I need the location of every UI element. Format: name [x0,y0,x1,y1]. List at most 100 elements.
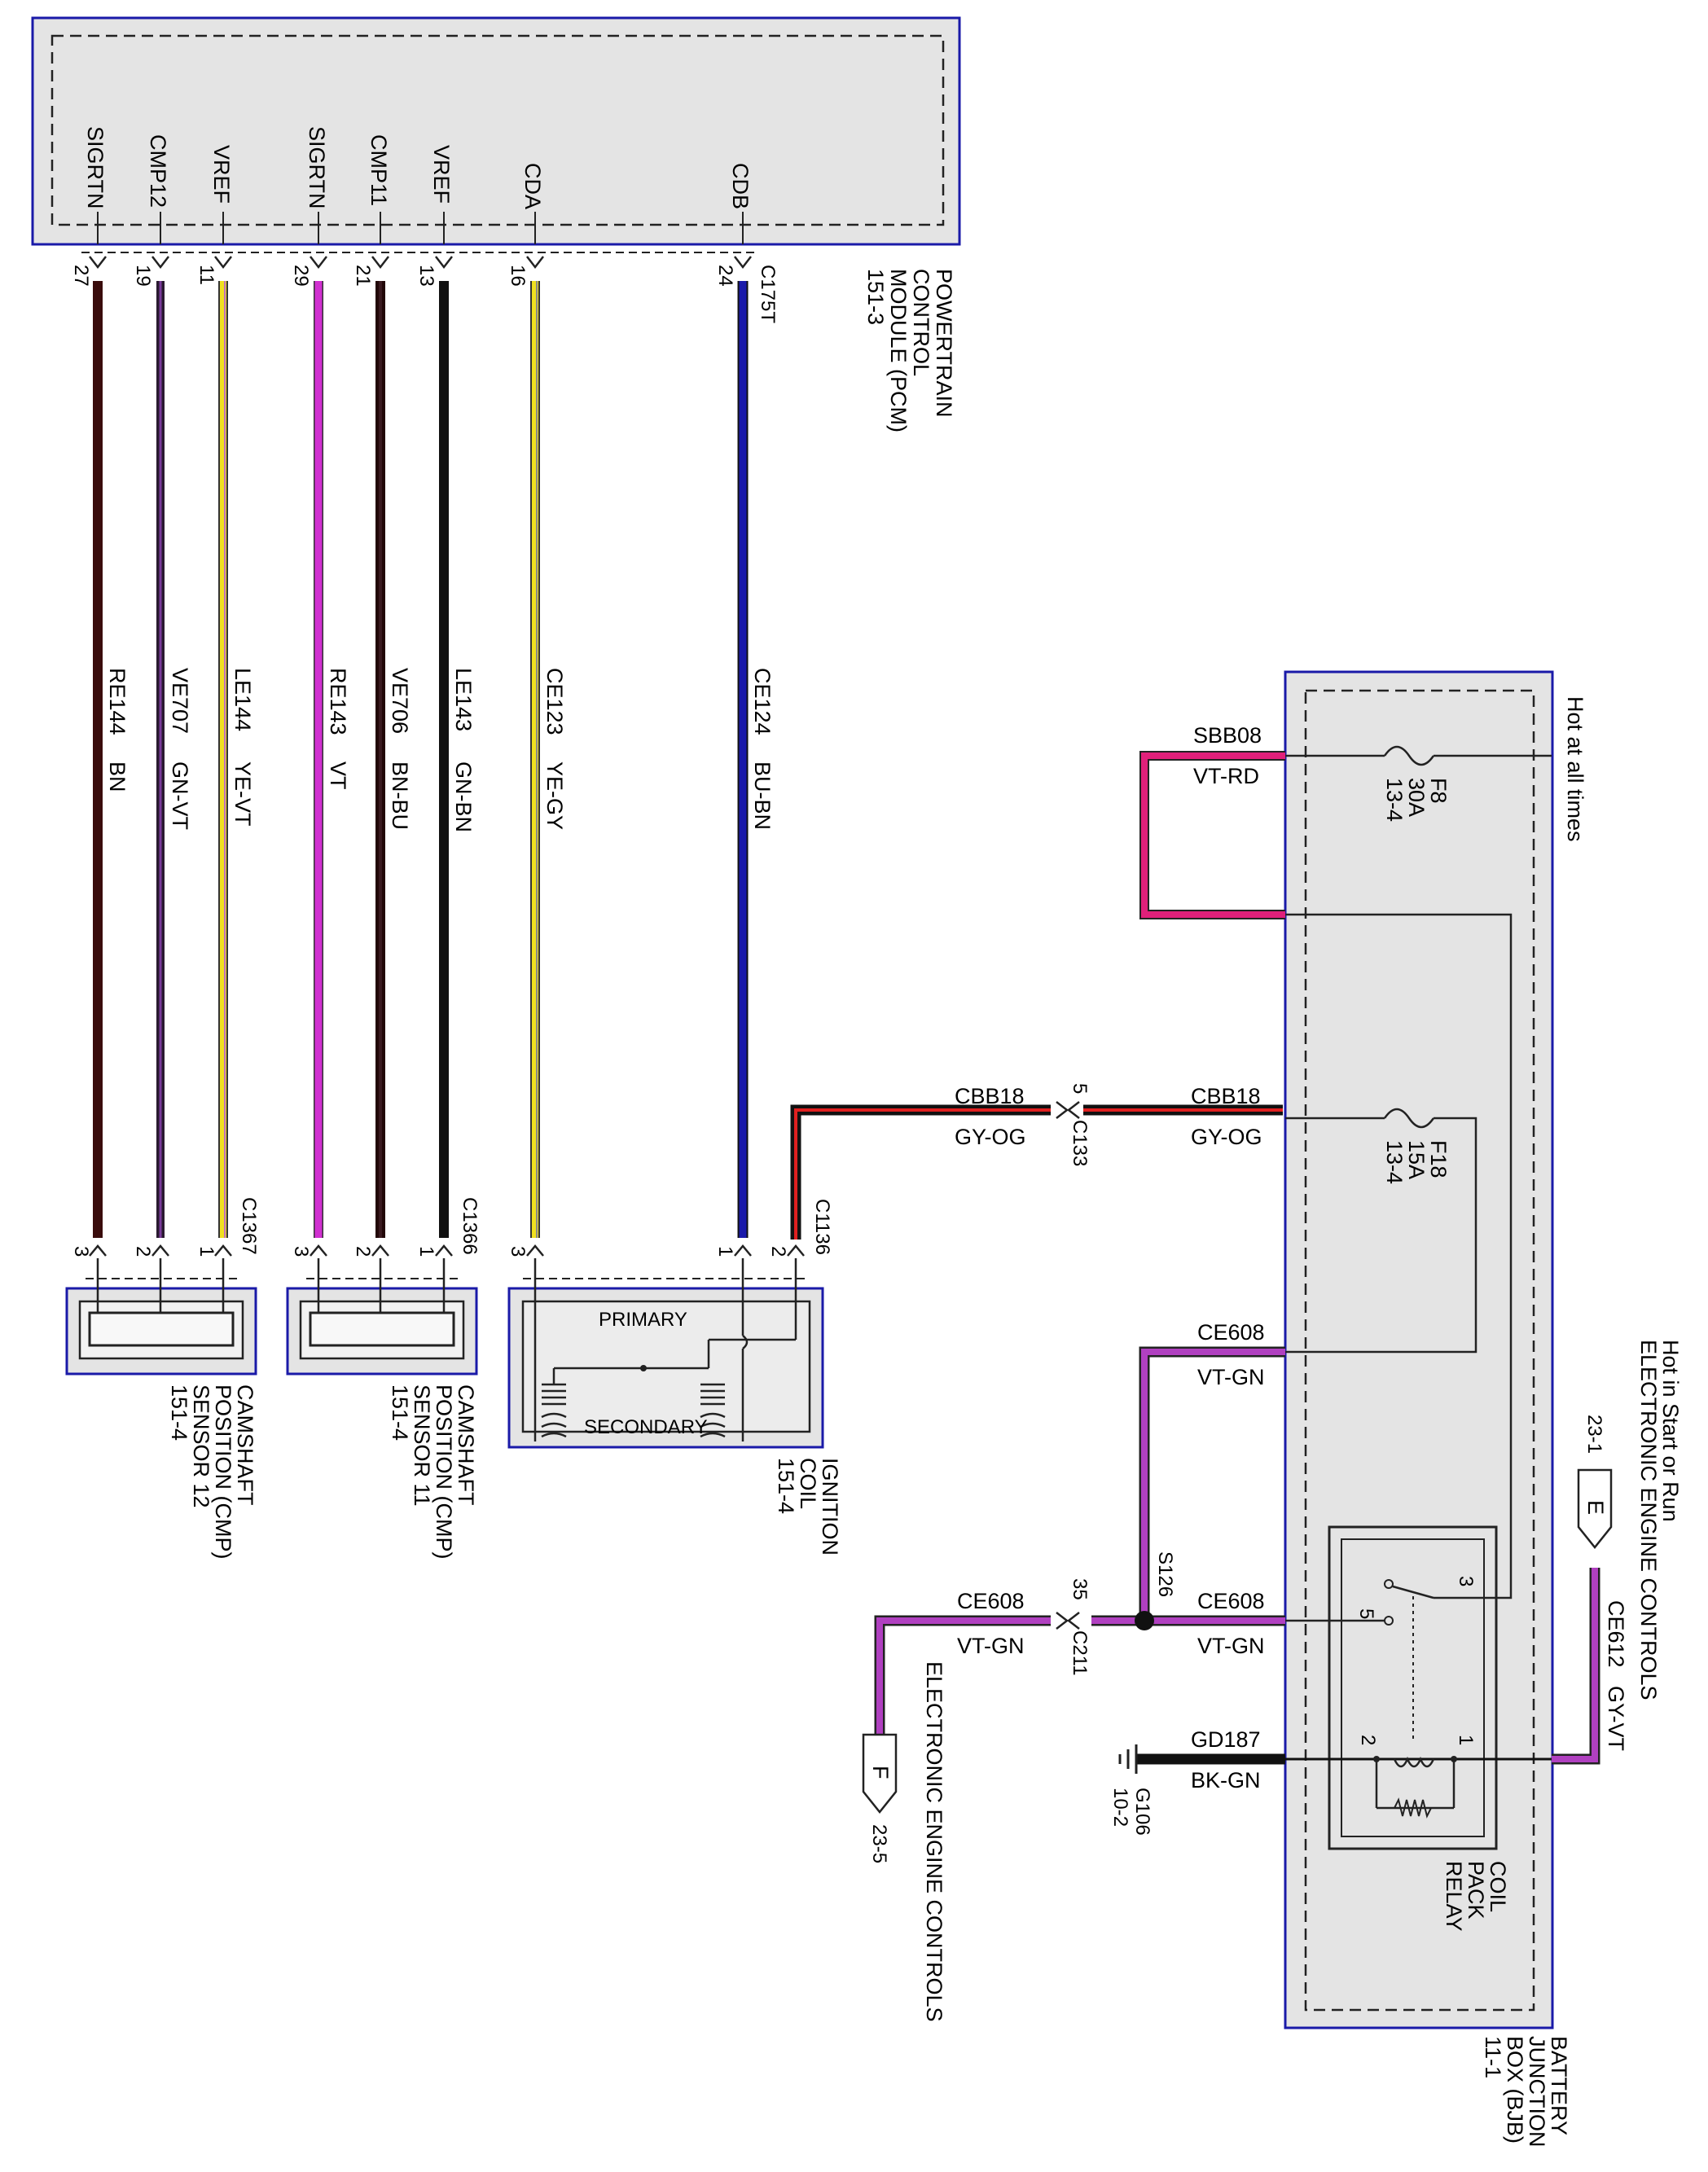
svg-text:GY-OG: GY-OG [955,1125,1026,1149]
svg-text:PACK: PACK [1464,1861,1488,1920]
wire-sbb08: SBB08 VT-RD [1139,723,1285,919]
vertical-wires [93,281,749,1238]
wire-color-label: YE-GY [542,761,567,830]
svg-text:13-4: 13-4 [1382,778,1407,822]
svg-text:CAMSHAFT: CAMSHAFT [454,1384,478,1506]
wire-circuit-label: RE143 [326,668,350,735]
connector-chevron [214,1244,232,1257]
pcm-pin-number: 29 [290,265,312,287]
connector-chevron [151,1244,169,1257]
pcm-pin-name: SIGRTN [83,126,108,209]
svg-text:CE612: CE612 [1604,1600,1628,1668]
wire-cbb18: CBB18 GY-OG CBB18 GY-OG 5 C133 [790,1083,1283,1240]
pcm-pin-number: 13 [415,265,437,287]
svg-text:23-5: 23-5 [868,1824,890,1863]
coil-primary-label: PRIMARY [599,1309,687,1331]
svg-text:POSITION (CMP): POSITION (CMP) [432,1384,456,1560]
connector-chevron [371,1244,389,1257]
svg-text:15A: 15A [1404,1140,1429,1179]
svg-text:3: 3 [1455,1576,1477,1586]
svg-text:151-4: 151-4 [774,1458,798,1514]
pcm-pin-stubs [97,212,744,244]
pcm-inner-dashed [50,34,945,226]
coil-secondary-label: SECONDARY [584,1416,708,1438]
connector-chevron [526,256,544,270]
pcm-pin-name: CMP11 [367,134,391,206]
connector-chevron [214,256,232,270]
cmp12-pin: 2 [132,1246,154,1257]
pcm-pin-number: 11 [195,265,217,285]
wire-color-label: VT [326,761,350,790]
connector-chevron [310,1244,327,1257]
wire-color-label: YE-VT [231,761,255,827]
pcm-pin-name: CDA [520,163,545,209]
pcm-pin-name: VREF [209,145,234,204]
wire-labels: RE144 BN VE707 GN-VT LE144 YE-VT RE143 V… [105,668,775,832]
svg-text:CE608: CE608 [1197,1589,1265,1613]
svg-text:BOX (BJB): BOX (BJB) [1503,2036,1527,2143]
wire-circuit-label: CE123 [542,668,567,735]
pcm-label-line: POWERTRAIN [932,269,956,418]
pcm-label-line: CONTROL [909,269,933,376]
wire-gd187: GD187 BK-GN G106 10-2 [1109,1727,1285,1836]
bjb-box [1284,670,1554,2029]
wire-circuit-label: VE707 [168,668,192,734]
pcm-pin-number: 19 [132,265,154,287]
connector-chevron [526,1244,544,1257]
svg-text:RELAY: RELAY [1442,1861,1466,1932]
wire-color-label: GN-BN [451,761,476,832]
svg-text:BK-GN: BK-GN [1191,1768,1261,1792]
wire-circuit-label: LE143 [451,668,476,731]
svg-text:CAMSHAFT: CAMSHAFT [233,1384,257,1506]
svg-text:2: 2 [1357,1735,1379,1745]
svg-text:GY-VT: GY-VT [1604,1686,1628,1751]
c211-name: C211 [1069,1630,1091,1676]
pcm-label-line: MODULE (PCM) [886,269,911,432]
connector-f: F 23-5 ELECTRONIC ENGINE CONTROLS [862,1661,946,2022]
wire-circuit-label: RE144 [105,668,130,735]
svg-text:5: 5 [1355,1608,1377,1619]
svg-text:VT-GN: VT-GN [1197,1365,1265,1389]
svg-text:POSITION (CMP): POSITION (CMP) [211,1384,235,1560]
svg-text:JUNCTION: JUNCTION [1525,2036,1549,2148]
connector-chevron [734,1244,752,1257]
pcm-pin-names: SIGRTN CMP12 VREF SIGRTN CMP11 VREF CDA … [83,126,753,209]
svg-text:IGNITION: IGNITION [818,1458,842,1556]
wire-circuit-label: VE706 [388,668,412,734]
cmp12-connector: C1367 [238,1197,260,1255]
svg-text:23-1: 23-1 [1583,1415,1605,1454]
svg-text:F18: F18 [1426,1140,1451,1178]
c133-name: C133 [1069,1120,1091,1166]
connector-chevron [435,1244,453,1257]
cmp12-pin: 1 [195,1246,217,1257]
connector-chevron [734,256,752,270]
cmp-sensor-12: 3 2 1 C1367 CAMSHAFT POSITION (CMP) SENS… [65,1197,260,1560]
wire-color-label: BU-BN [750,761,775,830]
svg-text:VT-RD: VT-RD [1193,764,1259,788]
pcm-module [31,16,961,253]
svg-text:E: E [1583,1500,1608,1515]
svg-text:SBB08: SBB08 [1193,723,1262,748]
svg-text:G106: G106 [1131,1788,1153,1836]
hot-at-all-times: Hot at all times [1563,696,1587,842]
ignition-coil: PRIMARY SECONDARY 3 1 2 C1136 IGNITION C… [507,1199,842,1556]
wire-color-label: GN-VT [168,761,192,830]
svg-text:13-4: 13-4 [1382,1140,1407,1184]
pcm-pin-numbers: 27 19 11 29 21 13 16 24 C175T [70,265,779,323]
wire-color-label: BN-BU [388,761,412,830]
connector-chevron [787,1244,805,1257]
svg-text:10-2: 10-2 [1109,1788,1131,1827]
bottom-connector-symbols [89,1244,805,1257]
c211-pin: 35 [1069,1578,1091,1600]
pcm-pin-name: CMP12 [146,134,170,208]
pcm-pin-name: VREF [429,145,454,204]
wire-circuit-label: CE124 [750,668,775,735]
coil-pin: 3 [507,1246,529,1257]
wire-ce608: CE608 VT-GN CE608 VT-GN CE608 VT-GN S126… [874,1320,1285,1735]
pcm-pin-number: 27 [70,265,92,287]
svg-text:30A: 30A [1404,778,1429,817]
pcm-pin-name: CDB [728,163,753,209]
connector-chevron [435,256,453,270]
svg-text:CE608: CE608 [957,1589,1025,1613]
